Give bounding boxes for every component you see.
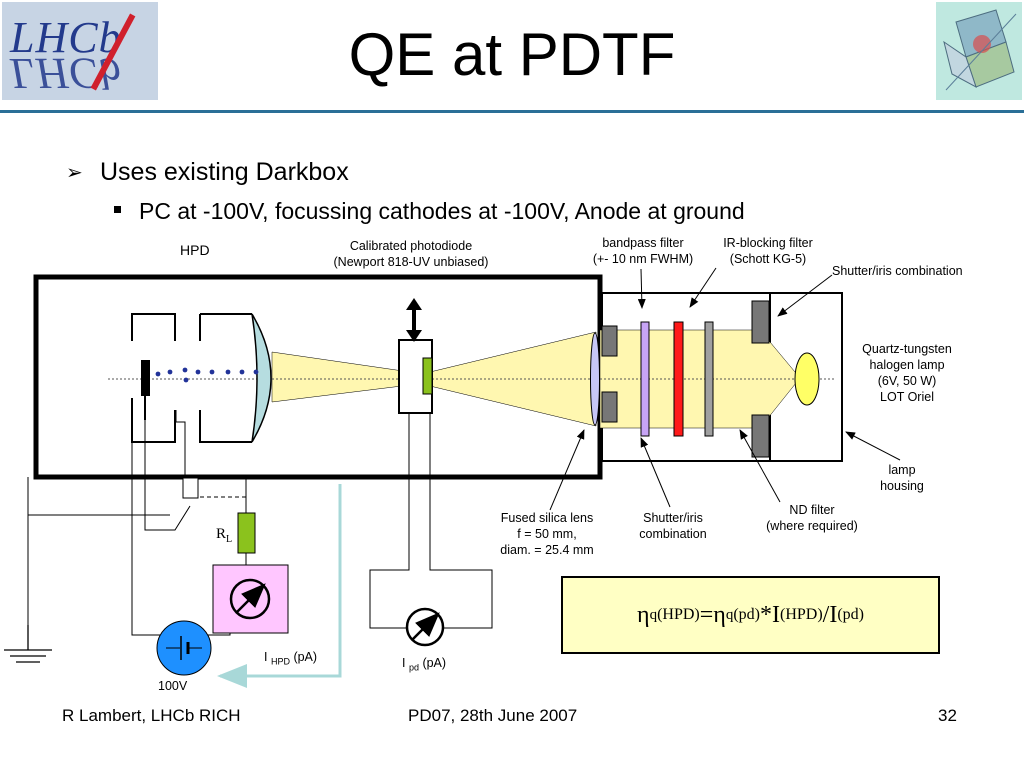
- label-hpd: HPD: [180, 242, 210, 258]
- shutter-blade-upper-right: [751, 300, 770, 344]
- lhcb-logo: LHCb LHCb: [2, 2, 158, 100]
- shutter-blade-lower-left: [601, 391, 618, 423]
- footer-author: R Lambert, LHCb RICH: [62, 706, 241, 725]
- square-bullet-icon: [114, 206, 121, 214]
- fused-silica-lens: [590, 332, 600, 426]
- lhcb-logo-text: LHCb: [10, 13, 122, 62]
- footer-event: PD07, 28th June 2007: [408, 706, 578, 725]
- nd-filter: [704, 321, 714, 437]
- halogen-lamp: [794, 352, 820, 406]
- label-rl: RL: [216, 526, 233, 545]
- photoelectrons: [155, 367, 259, 383]
- hpd-ammeter-icon: [229, 578, 271, 620]
- shutter-blade-lower-right: [751, 414, 770, 458]
- footer-page-number: 32: [938, 706, 957, 725]
- arrow-bullet-icon: ➢: [66, 162, 83, 184]
- rich-detector-logo: [936, 2, 1022, 100]
- label-shutter-top: Shutter/iris combination: [832, 264, 963, 278]
- label-bandpass-filter: bandpass filter(+- 10 nm FWHM): [592, 236, 694, 266]
- pd-ammeter-icon: [405, 607, 445, 647]
- ir-blocking-filter: [673, 321, 684, 437]
- bullet-level1-text: Uses existing Darkbox: [100, 158, 349, 186]
- feedback-arrow: [217, 484, 342, 688]
- hpd-anode: [141, 360, 150, 396]
- bullet-level2: PC at -100V, focussing cathodes at -100V…: [114, 198, 745, 225]
- rich-detector-icon: [943, 9, 1017, 91]
- hpd-photocathode-window: [251, 313, 272, 443]
- up-down-arrow-icon: [406, 298, 422, 342]
- load-resistor: [237, 512, 256, 554]
- label-ipd: I pd (pA): [402, 656, 447, 673]
- label-ir-filter: IR-blocking filter(Schott KG-5): [723, 236, 813, 266]
- label-voltage: 100V: [158, 679, 188, 693]
- bullet-level2-text: PC at -100V, focussing cathodes at -100V…: [139, 198, 745, 224]
- header-divider: [0, 110, 1024, 113]
- light-beam-hpd: [271, 351, 411, 403]
- ground-icon: [4, 625, 52, 663]
- label-nd-filter: ND filter(where required): [766, 503, 858, 533]
- voltage-source-icon: [156, 620, 212, 676]
- page-title: QE at PDTF: [348, 21, 676, 88]
- label-ihpd: I HPD (pA): [264, 650, 318, 667]
- photodiode: [422, 357, 433, 395]
- shutter-blade-upper-left: [601, 325, 618, 357]
- bandpass-filter: [640, 321, 650, 437]
- callout-arrows: [549, 267, 901, 511]
- label-photodiode: Calibrated photodiode(Newport 818-UV unb…: [333, 239, 489, 269]
